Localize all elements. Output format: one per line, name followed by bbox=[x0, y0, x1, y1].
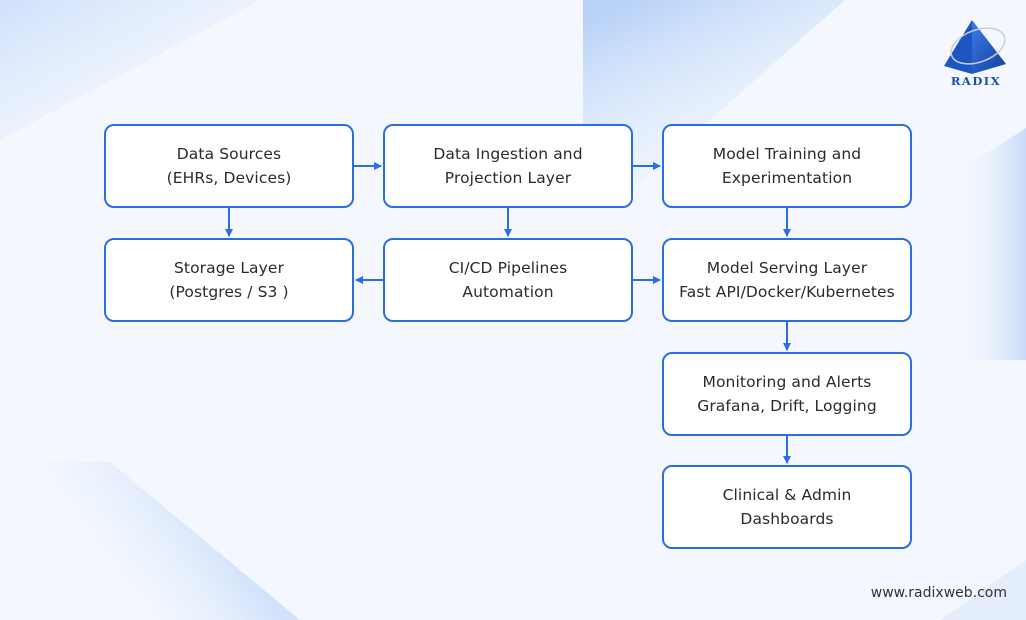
node-storage-layer: Storage Layer (Postgres / S3 ) bbox=[104, 238, 354, 322]
website-url: www.radixweb.com bbox=[870, 585, 1007, 601]
node-label-line1: Model Serving Layer bbox=[706, 259, 868, 277]
node-data-ingestion: Data Ingestion and Projection Layer bbox=[383, 124, 633, 208]
node-label-line1: CI/CD Pipelines bbox=[448, 259, 568, 277]
brand-name: RADIX bbox=[950, 74, 1002, 88]
node-label-line2: (EHRs, Devices) bbox=[166, 169, 292, 187]
node-label-line1: Model Training and bbox=[712, 145, 862, 163]
node-model-serving: Model Serving Layer Fast API/Docker/Kube… bbox=[662, 238, 912, 322]
node-data-sources: Data Sources (EHRs, Devices) bbox=[104, 124, 354, 208]
node-cicd-pipelines: CI/CD Pipelines Automation bbox=[383, 238, 633, 322]
node-label-line1: Data Ingestion and bbox=[433, 145, 583, 163]
node-dashboards: Clinical & Admin Dashboards bbox=[662, 465, 912, 549]
node-label-line1: Storage Layer bbox=[173, 259, 285, 277]
node-label-line2: Experimentation bbox=[721, 169, 853, 187]
node-label-line2: Dashboards bbox=[740, 510, 834, 528]
node-model-training: Model Training and Experimentation bbox=[662, 124, 912, 208]
node-label-line2: Automation bbox=[462, 283, 554, 301]
bg-shape-right bbox=[952, 128, 1026, 360]
node-label-line1: Data Sources bbox=[176, 145, 282, 163]
node-label-line2: Grafana, Drift, Logging bbox=[697, 397, 877, 415]
radix-logo: RADIX bbox=[936, 18, 1016, 88]
node-label-line2: Fast API/Docker/Kubernetes bbox=[679, 283, 895, 301]
node-label-line1: Clinical & Admin bbox=[722, 486, 852, 504]
node-monitoring: Monitoring and Alerts Grafana, Drift, Lo… bbox=[662, 352, 912, 436]
bg-shape-bottom-left bbox=[10, 460, 300, 620]
pyramid-icon bbox=[944, 20, 1006, 74]
bg-shape-top-left bbox=[0, 0, 260, 140]
node-label-line1: Monitoring and Alerts bbox=[702, 373, 872, 391]
node-label-line2: Projection Layer bbox=[444, 169, 572, 187]
node-label-line2: (Postgres / S3 ) bbox=[169, 283, 289, 301]
